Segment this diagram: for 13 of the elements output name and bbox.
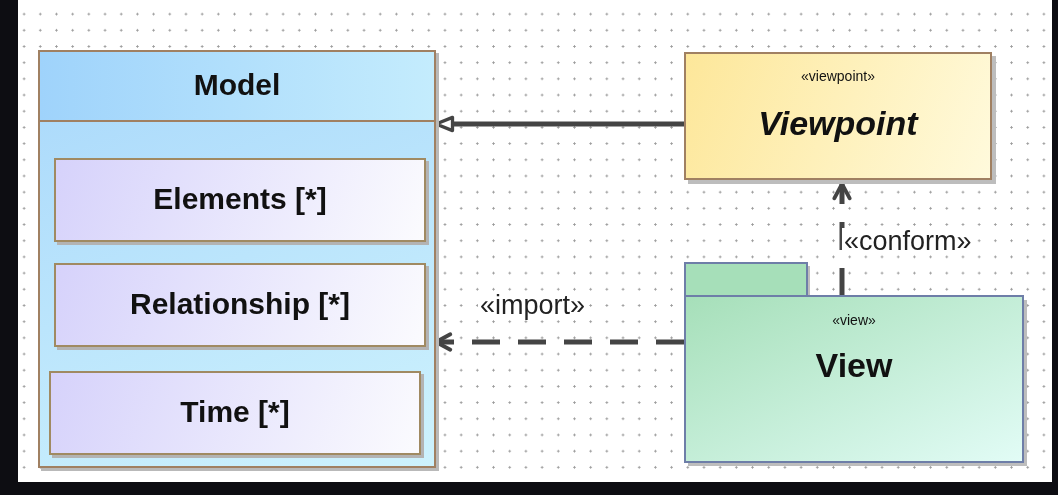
attribute-box	[54, 263, 426, 347]
class-box	[38, 50, 436, 468]
attribute-label: Time [*]	[179, 395, 291, 429]
stereotype-label: «viewpoint»	[800, 68, 876, 84]
attribute-label: Relationship [*]	[129, 287, 351, 321]
package-name: View	[814, 346, 894, 385]
dependency-arrow	[832, 182, 852, 296]
class-name: Model	[192, 68, 282, 102]
element-name: Viewpoint	[757, 104, 920, 143]
attribute-box	[54, 158, 426, 242]
stereotype-label: «view»	[831, 312, 877, 328]
attribute-box	[49, 371, 421, 455]
attribute-label: Elements [*]	[152, 182, 328, 216]
